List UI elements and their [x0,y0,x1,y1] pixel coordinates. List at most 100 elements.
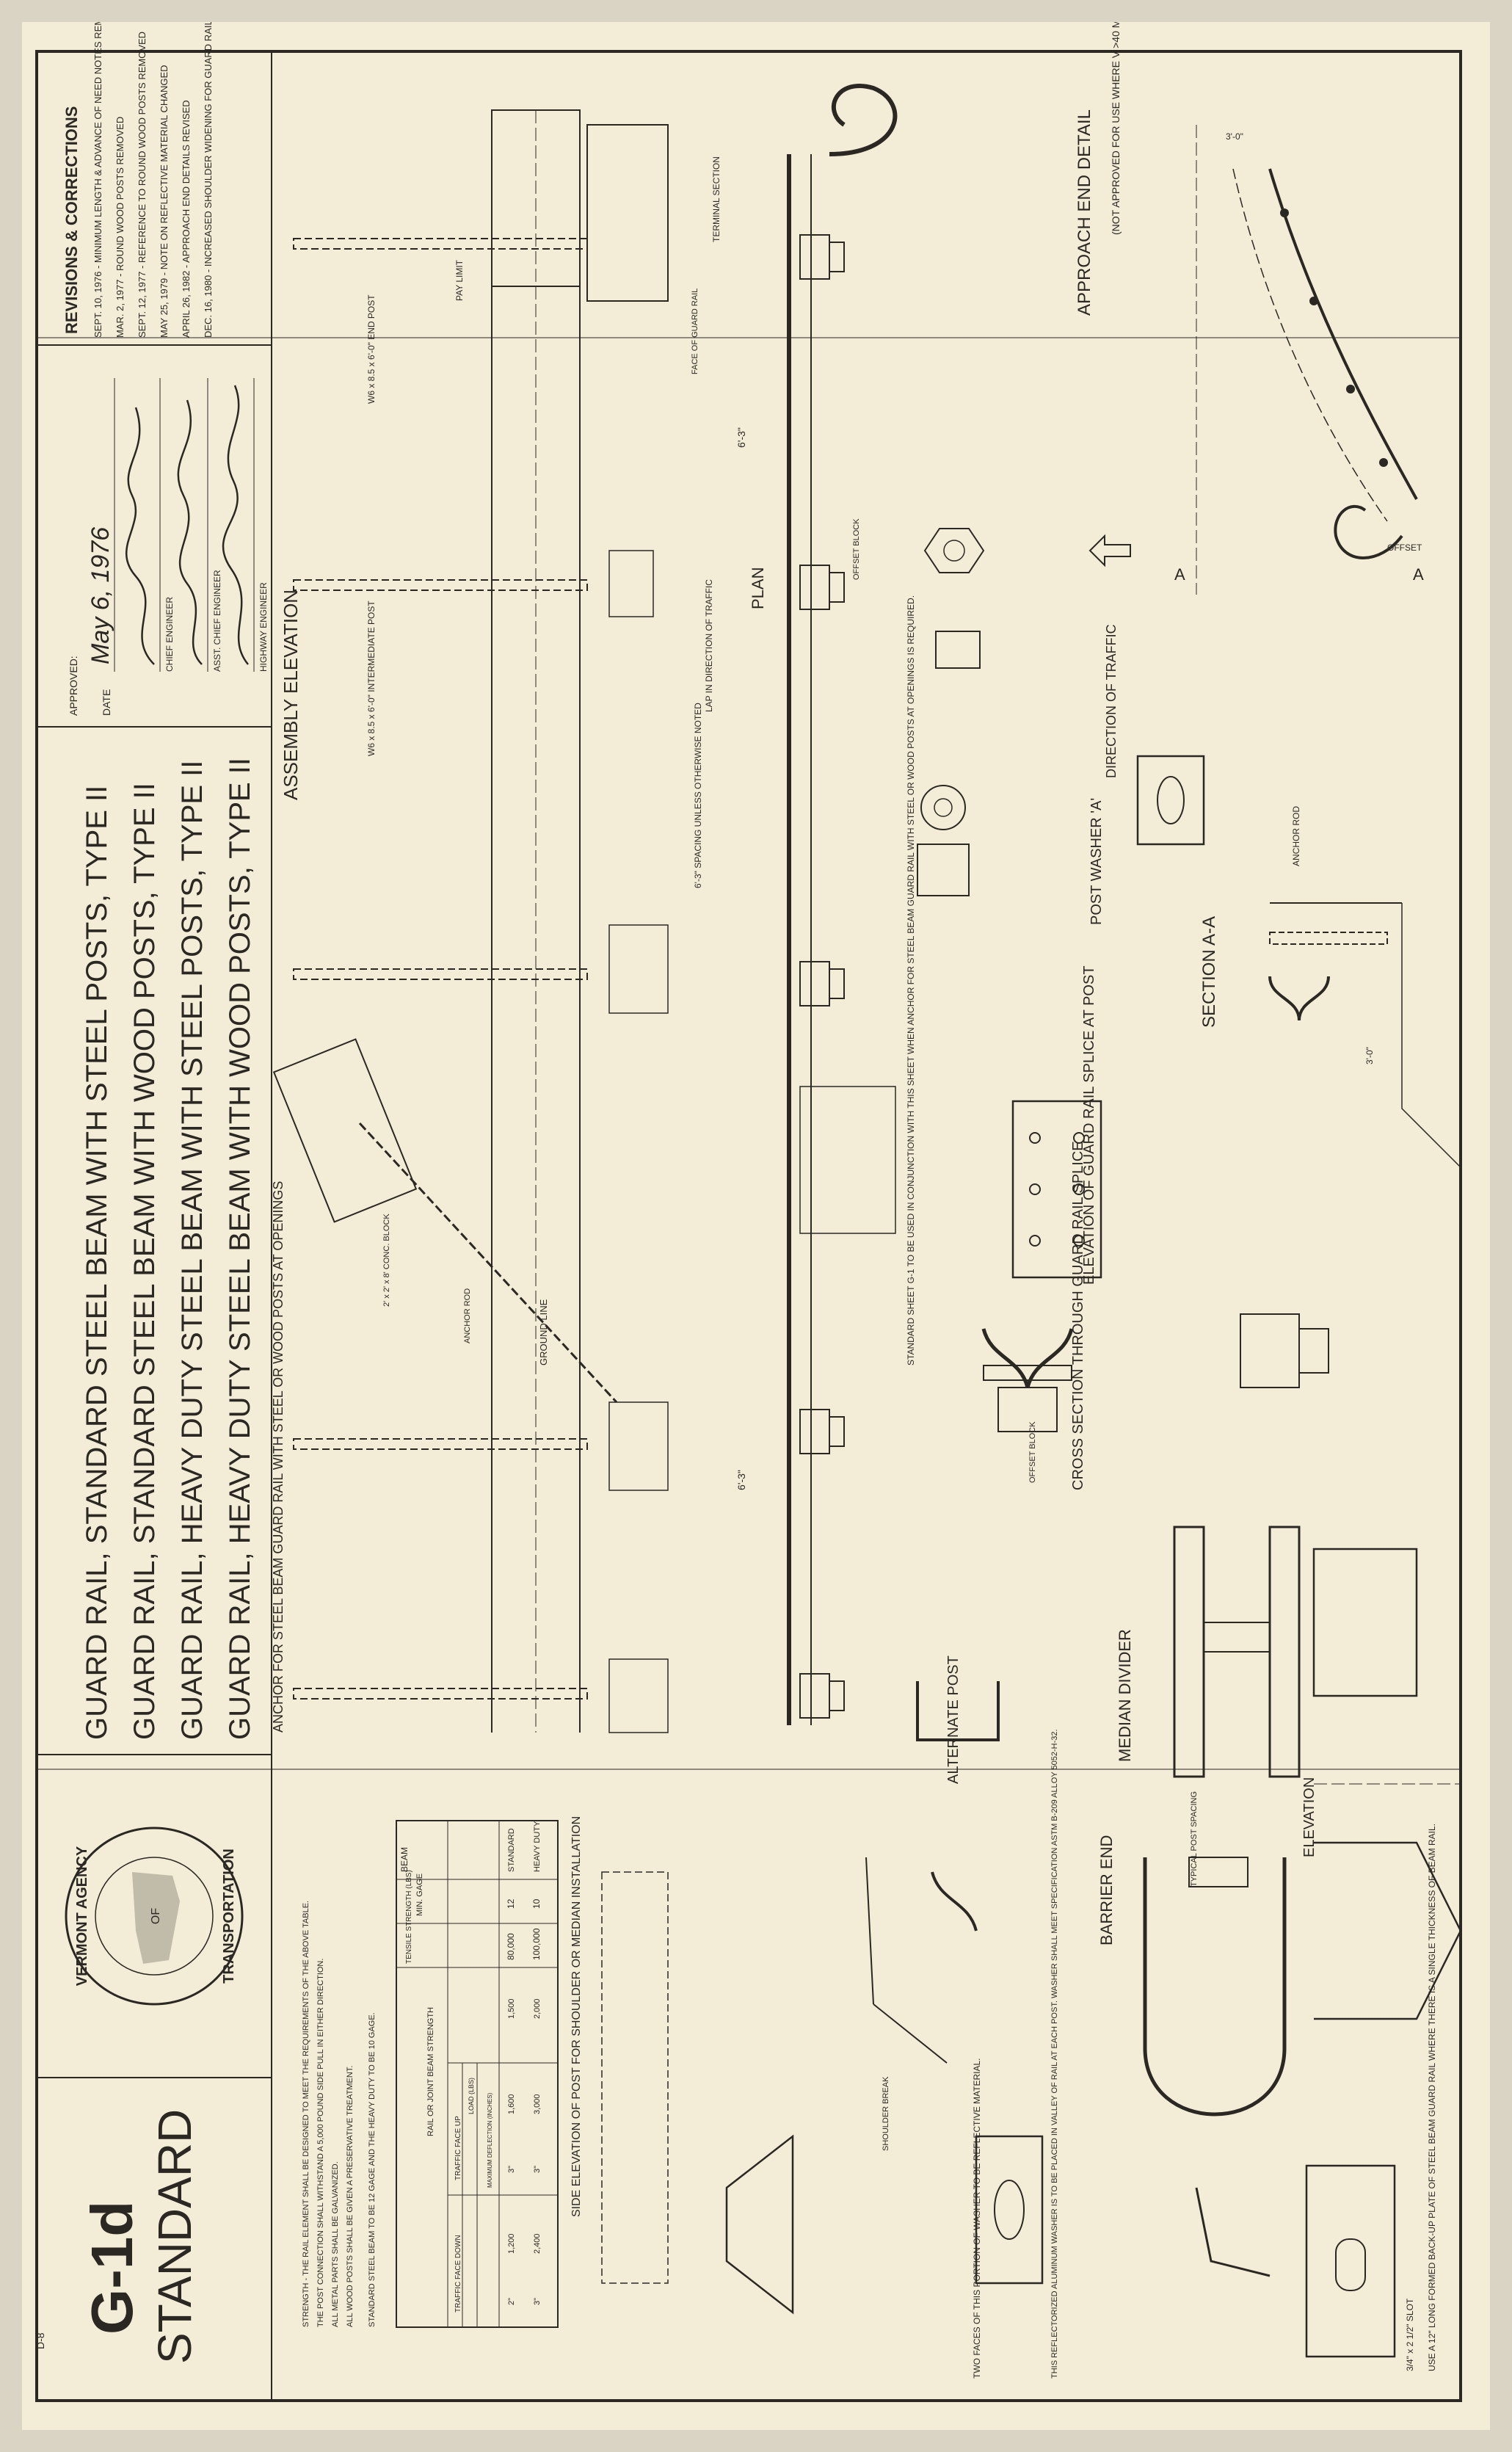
vermont-outline-icon [132,1872,180,1964]
standard-sheet-note: STANDARD SHEET G-1 TO BE USED IN CONJUNC… [799,595,916,1365]
signature-asst [177,399,203,665]
standard-number: G-1d [79,2201,145,2335]
table-notes: STRENGTH - THE RAIL ELEMENT SHALL BE DES… [302,1901,377,2327]
post-block [799,1409,845,1454]
steel-post [293,579,588,591]
table-header-gage: MIN. GAGE [415,1874,424,1916]
plan-title: PLAN [749,567,767,609]
shoulder-break-label: SHOULDER BREAK [882,2076,890,2151]
anchor-rod-label: ANCHOR ROD [1291,806,1301,866]
anchor-title: ANCHOR FOR STEEL BEAM GUARD RAIL WITH ST… [271,1181,286,1733]
splice-cross-section: CROSS SECTION THROUGH GUARD RAIL SPLICE … [981,1141,1086,1490]
engineering-drawing: REVISIONS & CORRECTIONS SEPT. 10, 1976 -… [34,0,1462,2402]
face-of-guard-rail-label: FACE OF GUARD RAIL [691,289,699,374]
washer-detail [935,631,981,669]
terminal-section-label: TERMINAL SECTION [711,156,722,242]
table-header-load: LOAD (LBS) [468,2078,475,2114]
table-note: ALL WOOD POSTS SHALL BE GIVEN A PRESERVA… [346,2066,355,2327]
standard-label: STANDARD [148,2109,201,2364]
steel-post [293,1688,588,1700]
anchor-rod-label: ANCHOR ROD [463,1288,472,1343]
median-divider-title: MEDIAN DIVIDER [1116,1629,1134,1762]
post-washer-a-title: POST WASHER 'A' [1088,798,1105,925]
spacing-note: 6'-3" SPACING UNLESS OTHERWISE NOTED [693,703,703,888]
reflector-washer: TWO FACES OF THIS PORTION OF WASHER TO B… [725,1729,1059,2379]
table-header-joint: RAIL OR JOINT BEAM STRENGTH [426,2007,435,2136]
intermediate-post-label: W6 x 8.5 x 6'-0" INTERMEDIATE POST [366,601,377,756]
concrete-block-label: 2' x 2' x 8' CONC. BLOCK [382,1214,391,1307]
agency-seal: VERMONT AGENCY OF TRANSPORTATION [65,1827,244,2006]
strength-table: BEAM MIN. GAGE TENSILE STRENGTH (LBS) RA… [302,1820,559,2328]
offset-block [997,1387,1058,1432]
section-aa-title: SECTION A-A [1199,916,1219,1028]
dim-spacing: 6'-3" [735,1470,747,1490]
bolt-shank [917,844,970,896]
assembly-elevation-title: ASSEMBLY ELEVATION [280,590,302,800]
elevation-title: ELEVATION [1301,1777,1317,1857]
approach-note: (NOT APPROVED FOR USE WHERE V >40 MPH) [1110,22,1122,235]
post-block [799,1673,845,1719]
title-line: GUARD RAIL, STANDARD STEEL BEAM WITH WOO… [128,783,161,1740]
table-cell: HEAVY DUTY [533,1821,542,1872]
table-note: STRENGTH - THE RAIL ELEMENT SHALL BE DES… [302,1901,310,2327]
section-marker-a: A [1174,565,1185,584]
barrier-end-loop [1143,1857,1287,2117]
hex-nut-icon [923,528,985,573]
approval-label: APPROVED: [68,656,79,716]
sheet-code: D-8 [34,2332,46,2349]
signature-highway [222,385,249,665]
revision-entry: MAR. 2, 1977 - ROUND WOOD POSTS REMOVED [115,117,126,338]
alternate-post-title: ALTERNATE POST [945,1655,962,1784]
agency-line3: TRANSPORTATION [221,1849,237,1984]
table-cell: 2,400 [533,2233,542,2254]
table-cell: 80,000 [506,1933,516,1960]
drawing-sheet: REVISIONS & CORRECTIONS SEPT. 10, 1976 -… [22,0,1490,2430]
approach-end-detail: APPROACH END DETAIL (NOT APPROVED FOR US… [1075,1,1424,778]
dim-offset: OFFSET [1387,543,1422,553]
role-chief-engineer: CHIEF ENGINEER [164,597,175,672]
washer-flare [725,2134,794,2315]
revision-entry: APRIL 26, 1982 - APPROACH END DETAILS RE… [181,100,192,338]
side-elevation: SIDE ELEVATION OF POST FOR SHOULDER OR M… [570,1816,978,2284]
table-header-face-up: TRAFFIC FACE UP [454,2116,462,2180]
side-elevation-title: SIDE ELEVATION OF POST FOR SHOULDER OR M… [570,1816,583,2217]
table-cell: 2,000 [533,1998,542,2019]
standard-block: STANDARD G-1d [79,2109,201,2364]
anchor-detail: 2' x 2' x 8' CONC. BLOCK ANCHOR ROD ANCH… [271,1038,618,1733]
steel-post [293,1438,588,1450]
revision-entry: DEC. 16, 1980 - INCREASED SHOULDER WIDEN… [203,22,214,338]
slot-icon [1335,2238,1366,2291]
bolt-head-icon [920,785,966,830]
revision-entry: MAY 25, 1979 - NOTE ON REFLECTIVE MATERI… [159,65,170,338]
table-cell: 10 [531,1898,542,1909]
post-block [799,565,845,610]
table-cell: 1,600 [507,2094,516,2114]
approval-date: May 6, 1976 [87,527,115,664]
splice-plate [608,924,669,1014]
offset-block-label: OFFSET BLOCK [1028,1421,1037,1483]
table-cell: 3" [533,2298,542,2305]
barrier-end-title: BARRIER END [1097,1835,1116,1945]
standard-sheet-note-text: STANDARD SHEET G-1 TO BE USED IN CONJUNC… [906,595,916,1365]
table-header-tensile: TENSILE STRENGTH (LBS) [405,1870,413,1964]
table-header-face-down: TRAFFIC FACE DOWN [454,2235,462,2313]
end-post-label: W6 x 8.5 x 6'-0" END POST [366,294,377,404]
right-elevation: ELEVATION [1301,1548,1462,2020]
title-line: GUARD RAIL, STANDARD STEEL BEAM WITH STE… [81,786,113,1740]
concrete-block [272,1038,418,1223]
table-cell: 2" [507,2298,516,2305]
post-washer-a: POST WASHER 'A' [1088,755,1205,925]
table-cell: 1,200 [507,2233,516,2254]
table-cell: 1,500 [507,1998,516,2019]
agency-line1: VERMONT AGENCY [74,1846,90,1986]
title-line: GUARD RAIL, HEAVY DUTY STEEL BEAM WITH W… [224,758,256,1740]
table-header-deflection: MAXIMUM DEFLECTION (INCHES) [487,2092,493,2188]
c-post-section [916,1681,1000,1741]
sheet-titles: GUARD RAIL, STANDARD STEEL BEAM WITH STE… [81,758,256,1740]
splice-plate [608,1401,669,1491]
slot-note: USE A 12" LONG FORMED BACK-UP PLATE OF S… [1427,1824,1437,2371]
steel-post [293,968,588,980]
signature-chief [126,407,155,665]
splice-plate [608,550,654,617]
table-header-beam: BEAM [399,1847,410,1872]
